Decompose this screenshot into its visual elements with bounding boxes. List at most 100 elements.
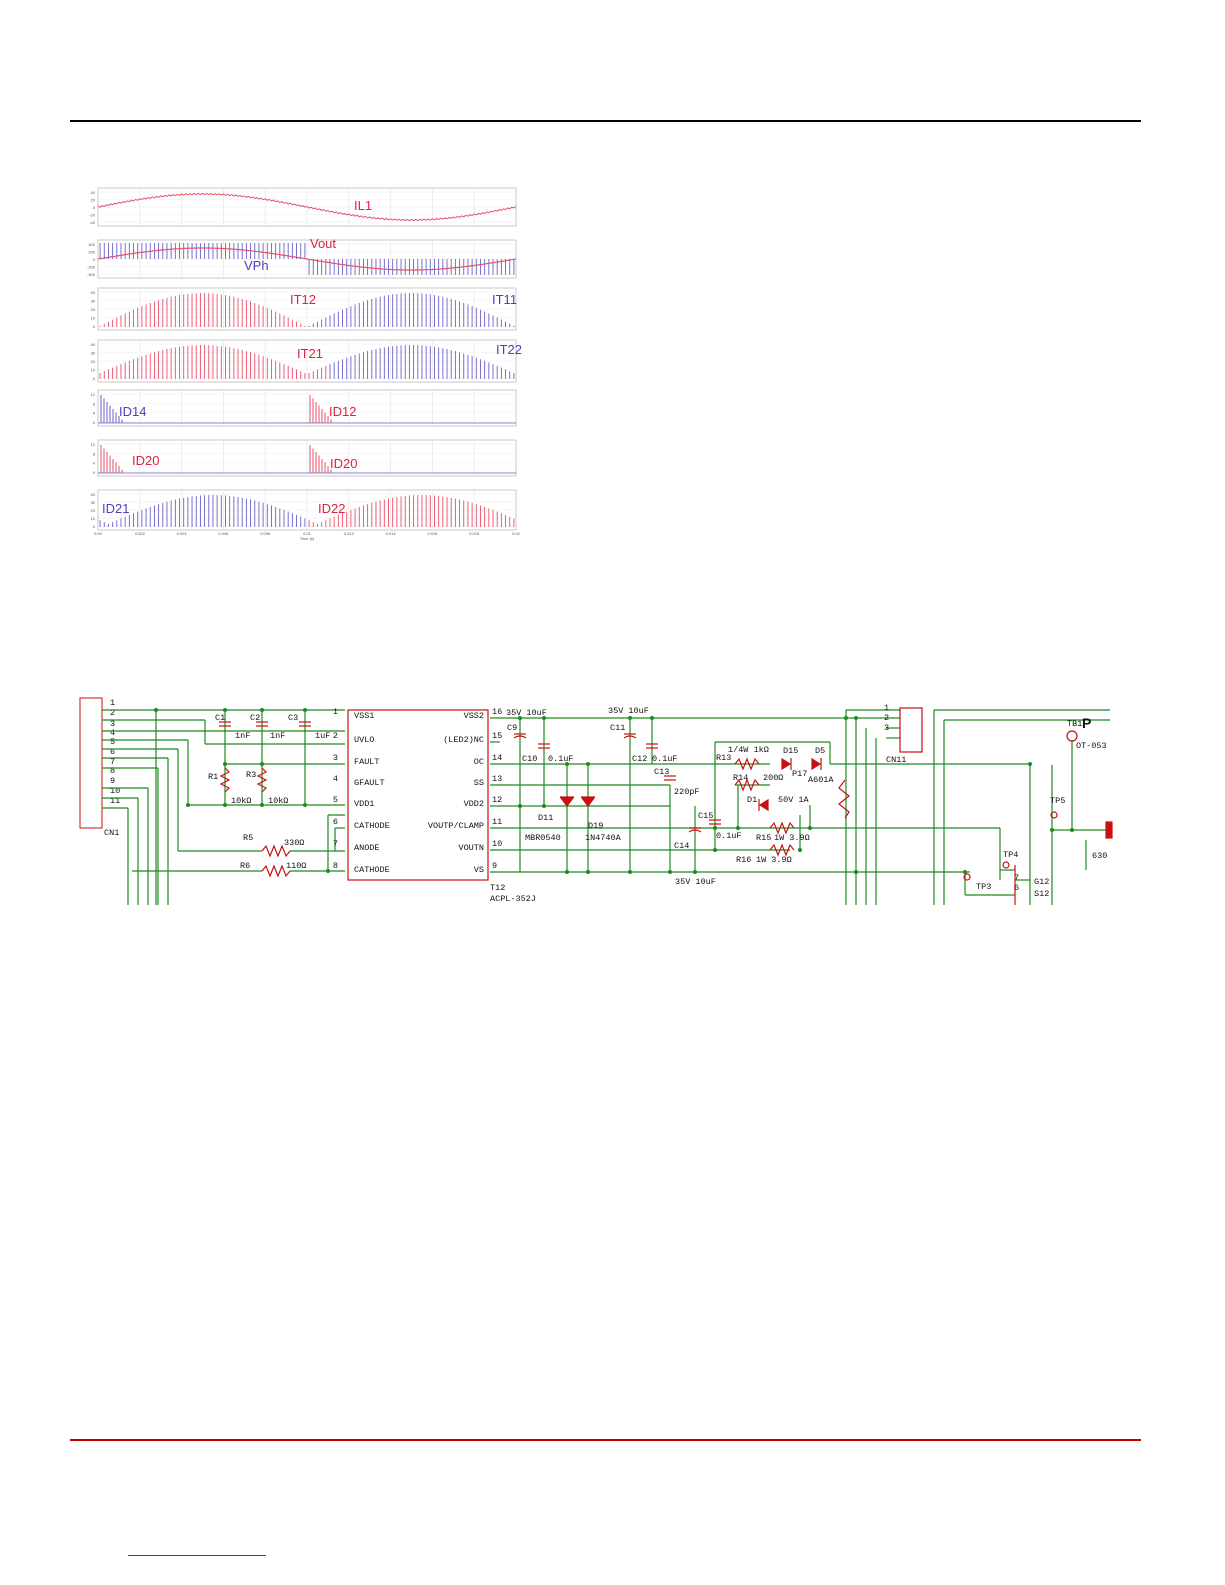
label-d11: D11 — [538, 813, 553, 823]
x-axis-label: Time (s) — [300, 536, 315, 541]
ytick-label: 0 — [93, 205, 96, 210]
junction-dot — [586, 870, 590, 874]
xtick-label: 0.008 — [260, 531, 271, 536]
label-tp4: TP4 — [1003, 850, 1018, 860]
series-label: IT11 — [492, 292, 517, 307]
label-d5v: A601A — [808, 775, 834, 785]
label-d1v: 50V 1A — [778, 795, 810, 805]
junction-dot — [693, 870, 697, 874]
cn11-pin-2: 2 — [884, 713, 889, 723]
label-c12: C12 — [632, 754, 647, 764]
label-r6v: 110Ω — [286, 861, 306, 871]
label-r6: R6 — [240, 861, 250, 871]
label-c11v: 35V 10uF — [608, 706, 649, 716]
label-r3v: 10kΩ — [268, 796, 288, 806]
label-c15: C15 — [698, 811, 713, 821]
junction-dots — [154, 708, 1074, 874]
series-label: IT22 — [496, 342, 522, 357]
label-g12: G12 — [1034, 877, 1049, 887]
label-r13: R13 — [716, 753, 731, 763]
xtick-label: 0.02 — [512, 531, 521, 536]
label-tb1: TB1 — [1067, 719, 1082, 729]
ytick-label: 400 — [88, 242, 95, 247]
label-r1v: 10kΩ — [231, 796, 251, 806]
ic-pin-num-3: 3 — [333, 753, 338, 763]
label-r1: R1 — [208, 772, 218, 782]
ytick-label: 8 — [93, 401, 96, 406]
label-c14: C14 — [674, 841, 689, 851]
junction-dot — [186, 803, 190, 807]
label-r16v: 1W 3.9Ω — [756, 855, 792, 865]
label-c10v: 0.1uF — [548, 754, 574, 764]
ytick-label: 10 — [91, 516, 96, 521]
series-il1 — [97, 192, 517, 222]
junction-dot — [260, 708, 264, 712]
label-c12v: 0.1uF — [652, 754, 678, 764]
series-label: IT12 — [290, 292, 316, 307]
components — [219, 707, 1113, 905]
ic-part: ACPL-352J — [490, 894, 536, 904]
junction-dot — [303, 708, 307, 712]
cn1-pin-10: 10 — [110, 786, 120, 796]
junction-dot — [326, 869, 330, 873]
junction-dot — [628, 870, 632, 874]
series-label: ID12 — [329, 404, 356, 419]
ic-pin-num-16: 16 — [492, 707, 502, 717]
label-c9: C9 — [507, 723, 517, 733]
junction-dot — [586, 762, 590, 766]
ytick-label: 0 — [93, 420, 96, 425]
xtick-label: 0.012 — [344, 531, 355, 536]
ic-pin-name-9: VS — [474, 865, 484, 875]
junction-dot — [963, 870, 967, 874]
junction-dot — [260, 803, 264, 807]
label-ot: OT-053 — [1076, 741, 1107, 751]
ytick-label: 40 — [91, 290, 96, 295]
label-c13: C13 — [654, 767, 669, 777]
ic-pin-name-13: SS — [474, 778, 484, 788]
label-c2: C2 — [250, 713, 260, 723]
cn1-pin-6: 6 — [110, 747, 115, 757]
series-label: Vout — [310, 236, 336, 251]
ic-pin-num-5: 5 — [333, 795, 338, 805]
ytick-label: 30 — [91, 299, 96, 304]
junction-dot — [1070, 828, 1074, 832]
junction-dot — [223, 708, 227, 712]
ytick-label: 0 — [93, 524, 96, 529]
ic-pin-name-15: (LED2)NC — [443, 735, 484, 745]
xtick-label: 0.006 — [218, 531, 229, 536]
ic-pin-num-12: 12 — [492, 795, 502, 805]
label-d19v: 1N4740A — [585, 833, 622, 843]
series-label: ID21 — [102, 501, 129, 516]
label-d5: D5 — [815, 746, 825, 756]
series-label: ID22 — [318, 501, 345, 516]
ic-pin-num-15: 15 — [492, 731, 502, 741]
series-label: ID20 — [330, 456, 357, 471]
series-vout — [97, 247, 517, 271]
ytick-label: 20 — [91, 307, 96, 312]
junction-dot — [854, 870, 858, 874]
waveform-figure: 40200-20-40IL14002000-200-400VoutVPh4030… — [87, 187, 522, 541]
ytick-label: 20 — [91, 198, 96, 203]
label-r3: R3 — [246, 770, 256, 780]
cn1-pin-7: 7 — [110, 757, 115, 767]
ytick-label: 20 — [91, 359, 96, 364]
cn1-pin-1: 1 — [110, 698, 115, 708]
cn11-label: CN11 — [886, 755, 906, 765]
label-s12: S12 — [1034, 889, 1049, 899]
label-r5: R5 — [243, 833, 253, 843]
ytick-label: 40 — [91, 342, 96, 347]
label-c2v: 1nF — [270, 731, 285, 741]
cn1-pin-2: 2 — [110, 708, 115, 718]
xtick-label: 0.016 — [427, 531, 438, 536]
ic-pin-num-9: 9 — [492, 861, 497, 871]
label-p: P — [1082, 715, 1091, 731]
footer-link-underline[interactable] — [128, 1555, 266, 1556]
series-label: IT21 — [297, 346, 323, 361]
ytick-label: 30 — [91, 351, 96, 356]
label-c1v: 1nF — [235, 731, 250, 741]
label-c9v: 35V 10uF — [506, 708, 547, 718]
